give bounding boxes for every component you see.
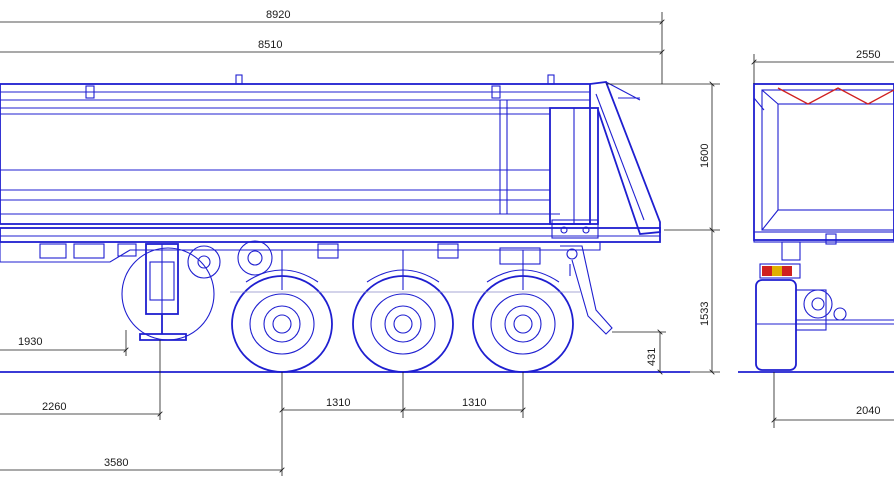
kingpin-to-axle1-label: 3580: [104, 457, 128, 469]
kingpin-to-leg-label: 1930: [18, 336, 42, 348]
body-length-label: 8510: [258, 39, 282, 51]
rear-light: [762, 266, 772, 276]
body-height-label: 1600: [699, 144, 711, 168]
dimension-kingpin-to-axle1: 3580: [0, 372, 282, 476]
dimension-width-overall: 2550: [754, 49, 894, 84]
rear-view: [738, 83, 894, 373]
dimension-kingpin-to-rear: 2260: [0, 340, 160, 420]
axle-spacing-1-label: 1310: [326, 397, 350, 409]
rear-wheel: [755, 279, 797, 371]
dimension-body-length: 8510: [0, 39, 662, 52]
kingpin-to-rear-label: 2260: [42, 401, 66, 413]
rear-height-label: 431: [646, 348, 658, 366]
dimension-rear-height: 431: [612, 332, 666, 372]
chassis-frame: [0, 227, 661, 341]
axle-group: [230, 250, 580, 373]
side-view: [0, 74, 690, 373]
axle-spacing-2-label: 1310: [462, 397, 486, 409]
dimension-kingpin-to-leg: 1930: [0, 330, 126, 356]
frame-height-label: 1533: [699, 302, 711, 326]
dimension-frame-height: 1533: [690, 230, 720, 372]
track-width-label: 2040: [856, 405, 880, 417]
tarp-strap: [777, 87, 894, 105]
dimension-track-width: 2040: [774, 372, 894, 428]
dimension-overall-length: 8920: [0, 9, 662, 84]
dimension-axle-spacing: 1310 1310: [282, 372, 523, 418]
dimension-body-height: 1600: [606, 84, 720, 230]
width-overall-label: 2550: [856, 49, 880, 61]
overall-length-label: 8920: [266, 9, 290, 21]
tipper-body: [0, 74, 661, 239]
